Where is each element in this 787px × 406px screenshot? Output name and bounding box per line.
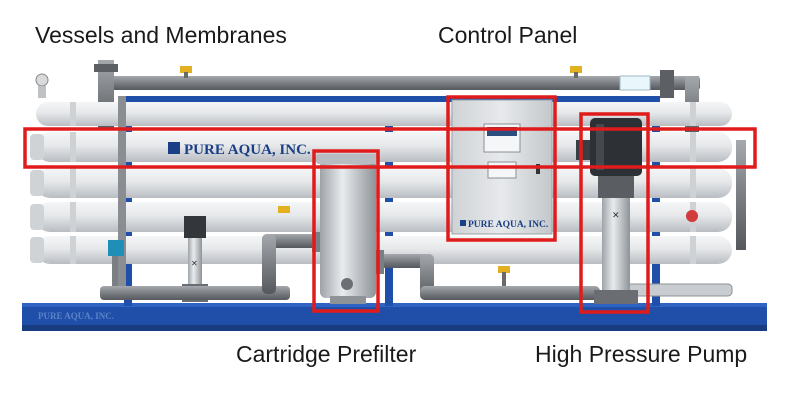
high-pressure-pump-label: High Pressure Pump bbox=[535, 341, 748, 367]
brand-logo-icon bbox=[168, 142, 180, 154]
base-brand-text: PURE AQUA, INC. bbox=[38, 311, 114, 321]
panel-brand-icon bbox=[460, 220, 466, 226]
vessels-membranes-label: Vessels and Membranes bbox=[35, 22, 287, 48]
vessel-row bbox=[36, 102, 732, 126]
control-panel-highlight-box bbox=[446, 95, 557, 242]
cartridge-prefilter-highlight-box bbox=[312, 149, 380, 313]
svg-text:✕: ✕ bbox=[191, 259, 198, 268]
vessels-highlight-box bbox=[23, 127, 757, 169]
base-skid: PURE AQUA, INC. bbox=[22, 303, 767, 331]
pressure-vessels: PURE AQUA, INC. bbox=[30, 102, 746, 264]
cartridge-prefilter bbox=[312, 154, 384, 304]
top-header-pipe bbox=[35, 60, 700, 136]
left-riser-pipe bbox=[118, 96, 126, 296]
flow-meter-icon bbox=[108, 240, 124, 286]
svg-text:✕: ✕ bbox=[612, 210, 620, 220]
high-pressure-pump: ✕ bbox=[590, 118, 642, 304]
vessel-row bbox=[36, 132, 732, 162]
panel-brand-text: PURE AQUA, INC. bbox=[468, 220, 548, 230]
vessel-row bbox=[36, 168, 732, 198]
vessel-brand-text: PURE AQUA, INC. bbox=[184, 142, 311, 158]
pump-highlight-box bbox=[579, 112, 650, 314]
frame bbox=[124, 96, 660, 306]
control-panel-label: Control Panel bbox=[438, 22, 578, 48]
highlight-boxes bbox=[23, 95, 757, 314]
cartridge-prefilter-label: Cartridge Prefilter bbox=[236, 341, 417, 367]
low-pipes bbox=[100, 206, 733, 300]
